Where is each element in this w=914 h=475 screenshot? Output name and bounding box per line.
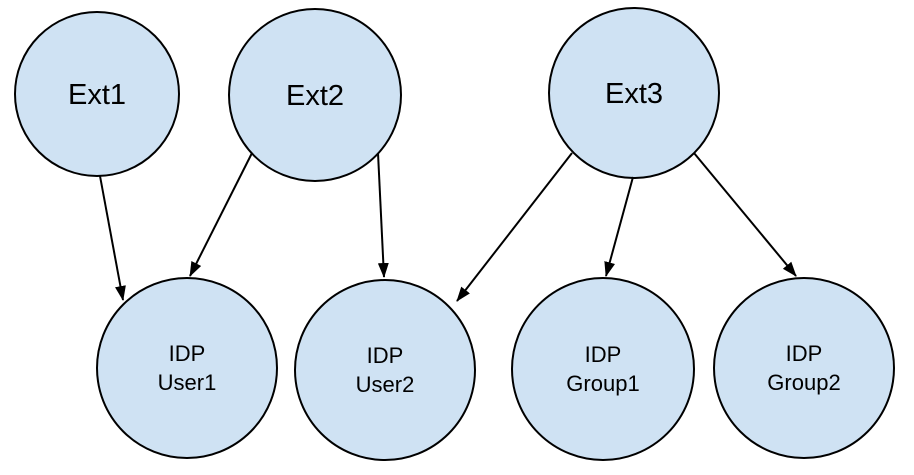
node-ext1	[14, 11, 180, 177]
node-idp-user2	[294, 279, 476, 461]
edge-ext3-to-idp-group2	[693, 152, 797, 277]
node-idp-user1-label-line1: IDP	[169, 341, 206, 366]
node-ext2	[228, 8, 402, 182]
node-ext1-label-line1: Ext1	[68, 79, 126, 111]
node-idp-group1-label-line2: Group1	[566, 371, 639, 396]
node-idp-group1-label-line1: IDP	[585, 342, 622, 367]
edge-ext3-to-idp-group1	[604, 176, 634, 277]
node-ext3	[548, 7, 720, 179]
edge-ext1-to-idp-user1	[99, 175, 126, 301]
node-idp-group2-label-line2: Group2	[767, 370, 840, 395]
node-ext3-label-line1: Ext3	[605, 78, 663, 110]
node-idp-user2-label-line2: User2	[356, 372, 415, 397]
node-ext2-label-line1: Ext2	[286, 80, 344, 112]
edge-ext2-to-idp-user2	[377, 152, 389, 278]
node-idp-user1	[96, 277, 278, 459]
node-idp-user2-label-line1: IDP	[367, 343, 404, 368]
edge-ext3-to-idp-user2	[456, 152, 573, 302]
node-idp-user1-label-line2: User1	[158, 370, 217, 395]
node-idp-group2-label-line1: IDP	[786, 341, 823, 366]
node-idp-group1	[511, 277, 695, 461]
node-idp-group2	[713, 277, 895, 459]
edge-ext2-to-idp-user1	[189, 152, 253, 277]
